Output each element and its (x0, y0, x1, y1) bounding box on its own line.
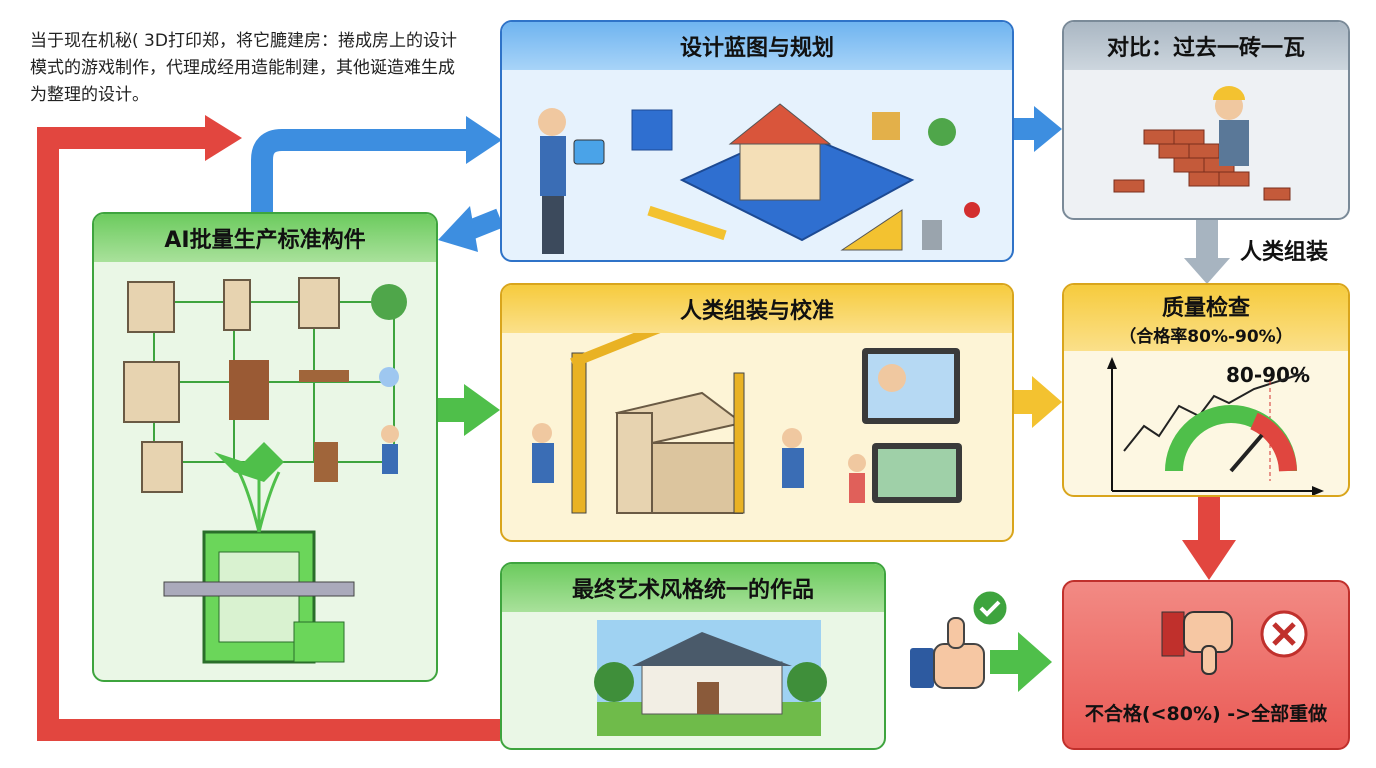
blue-arrow-to-blueprint (251, 129, 468, 212)
reject-icons (1161, 610, 1308, 675)
gray-arrow-down (1184, 258, 1230, 284)
yellow-arrow-to-qc (1032, 376, 1062, 428)
past-comparison-panel: 对比：过去一砖一瓦 (1062, 20, 1350, 220)
past-title: 对比：过去一砖一瓦 (1064, 22, 1348, 70)
red-arrow-head (205, 115, 242, 161)
assembly-illustration (532, 333, 962, 514)
red-arrow-down (1182, 540, 1236, 580)
check-icon (970, 588, 1010, 628)
reject-label: 不合格(<80%) ->全部重做 (1084, 703, 1328, 725)
thumbs-down-icon (1161, 611, 1233, 675)
blueprint-title: 设计蓝图与规划 (502, 22, 1012, 70)
blue-arrow-to-past (1034, 106, 1062, 152)
final-work-panel: 最终艺术风格统一的作品 (500, 562, 886, 750)
quality-subtitle: （合格率80%-90%） (1119, 326, 1293, 347)
green-arrow-to-reject (1018, 632, 1052, 692)
reject-panel: 不合格(<80%) ->全部重做 (1062, 580, 1350, 750)
assembly-panel: 人类组装与校准 (500, 283, 1014, 542)
quality-title: 质量检查 (1161, 295, 1250, 321)
quality-chart-icon (1107, 357, 1324, 495)
green-arrow-to-assembly (464, 384, 500, 436)
final-title: 最终艺术风格统一的作品 (502, 564, 884, 612)
quality-check-panel: 质量检查 （合格率80%-90%） 80-90% (1062, 283, 1350, 497)
intro-text: 当于现在机秘( 3D打印郑，将它膔建房：捲成房上的设计模式的游戏制作，代理成经用… (30, 31, 457, 105)
components-illustration (123, 277, 407, 664)
arrow-label-human-assembly: 人类组装 (1240, 240, 1329, 265)
x-circle-icon (1260, 610, 1308, 658)
ai-production-title: AI批量生产标准构件 (94, 214, 436, 262)
blue-arrow-to-ai (438, 206, 478, 252)
assembly-title: 人类组装与校准 (502, 285, 1012, 333)
blueprint-panel: 设计蓝图与规划 (500, 20, 1014, 262)
thumbs-up-icon (910, 617, 985, 689)
house-picture (594, 620, 827, 736)
ai-production-panel: AI批量生产标准构件 (92, 212, 438, 682)
bricklayer-illustration (1113, 86, 1291, 201)
red-loop-arrow (37, 127, 500, 741)
blueprint-illustration (538, 103, 980, 254)
